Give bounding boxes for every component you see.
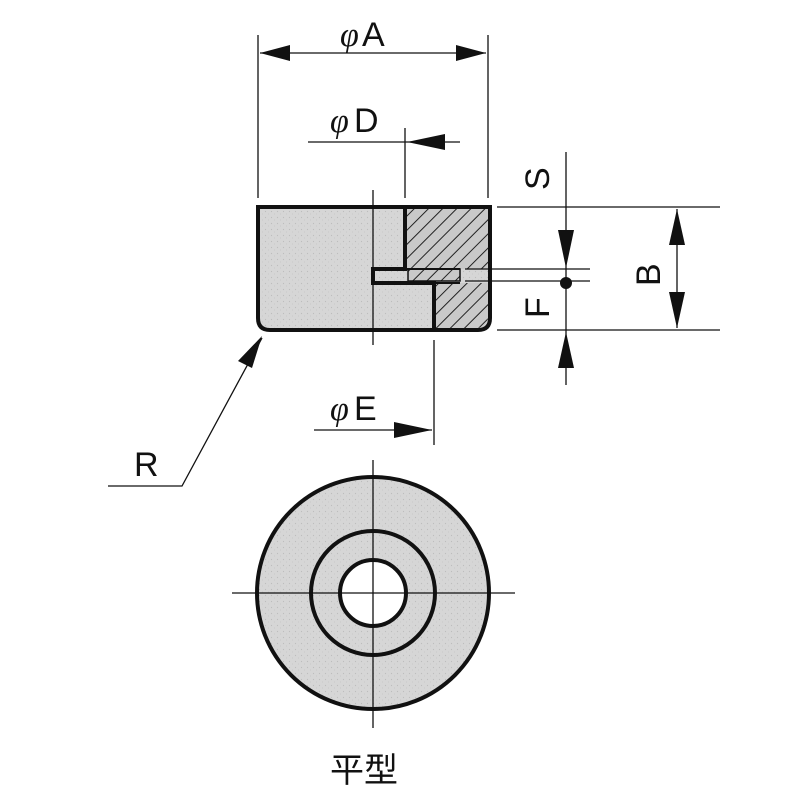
dimension-D: φ D (308, 102, 460, 198)
phi-D-symbol: φ (330, 103, 349, 140)
dimension-E: φ E (314, 340, 435, 445)
dim-A-label: A (362, 16, 385, 54)
dimension-A: φ A (257, 16, 489, 198)
side-view (256, 190, 492, 345)
hatched-section-upper (405, 209, 488, 269)
dim-F-label: F (519, 297, 557, 318)
dimension-S-F: S F (465, 152, 590, 385)
dim-E-label: E (354, 390, 377, 428)
plan-view (232, 460, 515, 728)
dimension-dot (560, 277, 572, 289)
dim-B-label: B (630, 263, 668, 286)
radius-R-label: R (134, 446, 159, 484)
dimension-B: B (497, 206, 720, 331)
phi-E-symbol: φ (330, 391, 349, 428)
dim-D-label: D (354, 102, 379, 140)
hatched-section-lower (434, 283, 488, 328)
figure-caption: 平型 (330, 751, 398, 791)
dim-S-label: S (519, 167, 557, 190)
insert-thread (407, 268, 461, 282)
phi-A-symbol: φ (340, 17, 359, 54)
radius-R-leader: R (108, 336, 263, 487)
